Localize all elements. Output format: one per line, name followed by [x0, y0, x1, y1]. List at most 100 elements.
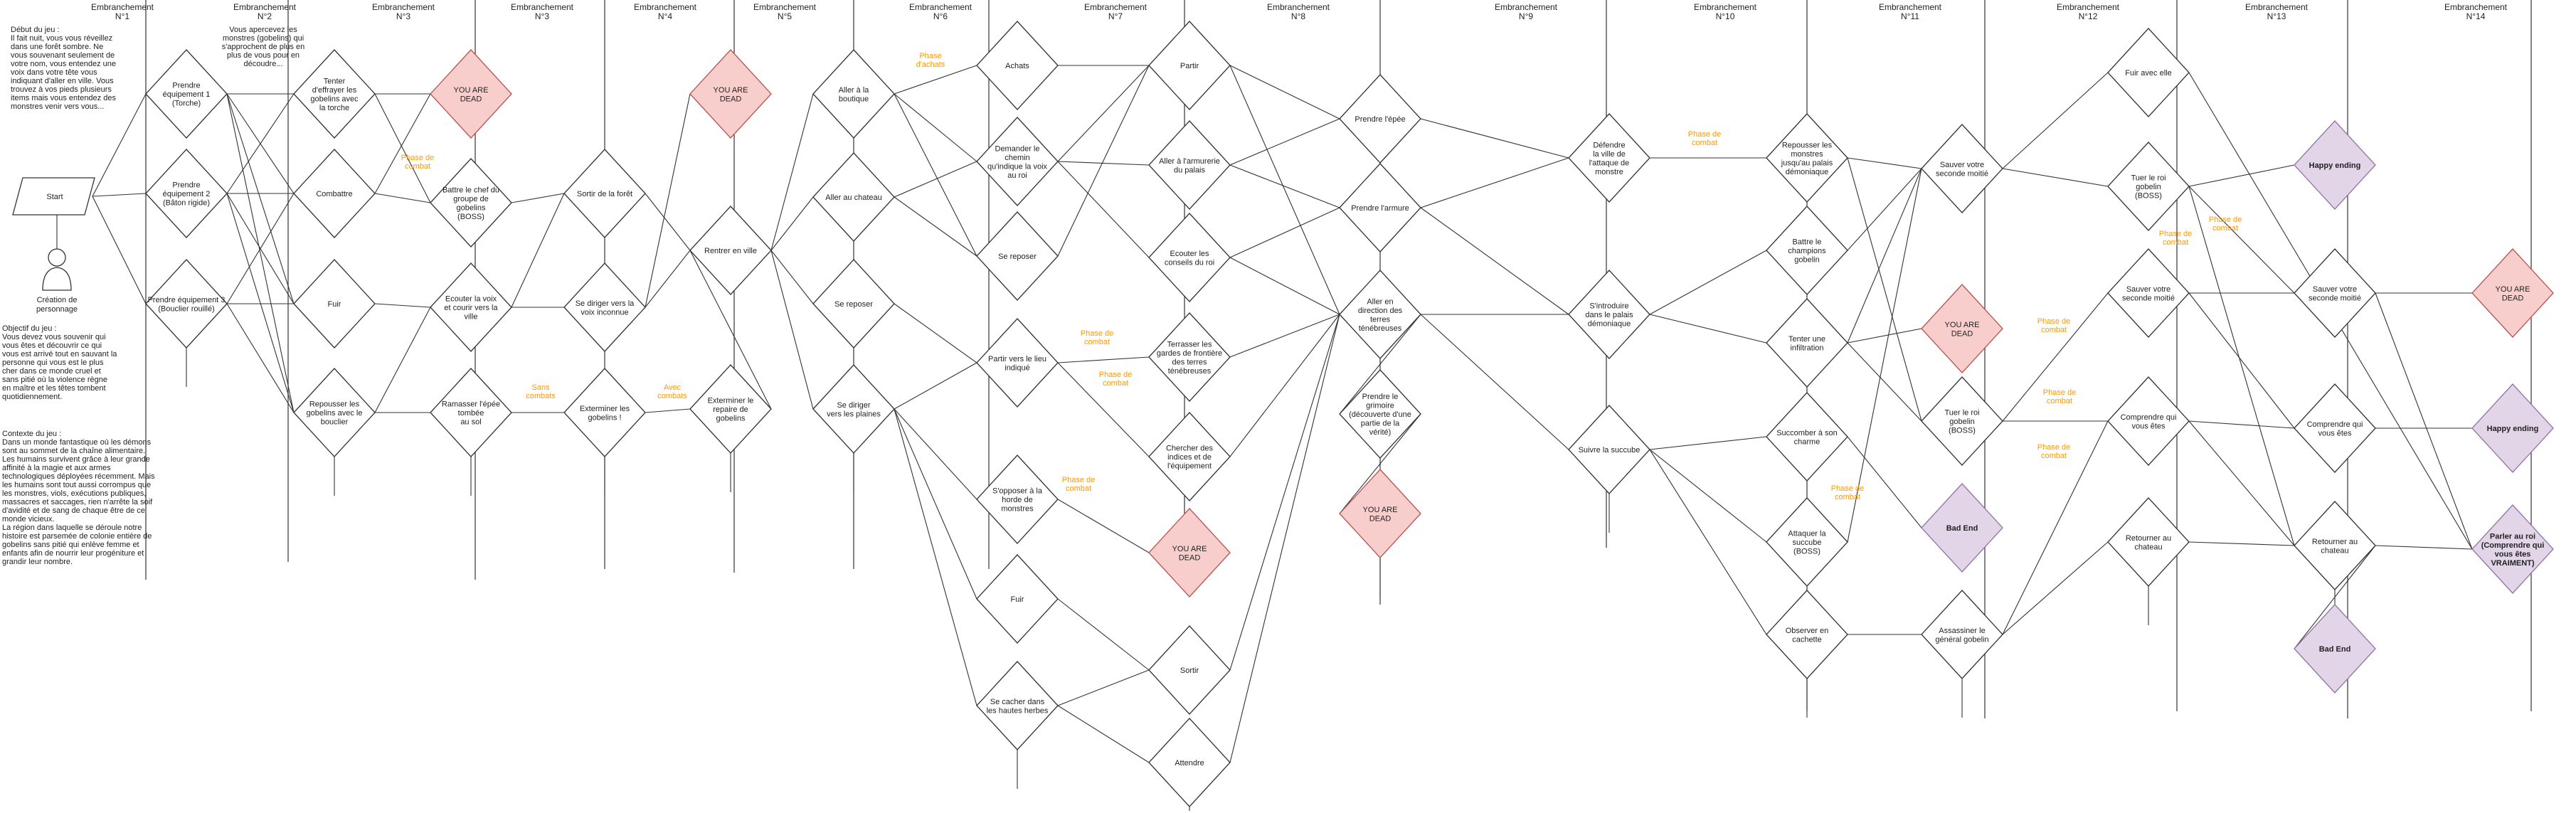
flow-edge [374, 303, 431, 308]
flow-edge [894, 303, 977, 363]
phase-label-line: Avec [664, 383, 682, 392]
node-label-prendre_armure-line: Prendre l'armure [1351, 204, 1409, 213]
node-label-bad_end1-line: Bad End [1946, 524, 1978, 533]
flow-edge [2188, 420, 2295, 546]
node-label-retourner2-line: chateau [2321, 546, 2348, 555]
node-label-pe3-line: Prendre équipement 3 [148, 296, 226, 304]
node-dead6 [2471, 248, 2554, 338]
flow-edge [2188, 186, 2295, 546]
flow-edge [1847, 157, 1922, 422]
branch-header-line: Embranchement [1267, 2, 1330, 12]
flow-edge [894, 161, 977, 198]
flow-edge [1057, 161, 1150, 258]
node-label-terrasser-line: ténébreuses [1168, 367, 1212, 376]
node-label-partir_lieu-line: indiqué [1005, 363, 1029, 372]
node-label-comprendre2-line: vous êtes [2318, 429, 2352, 437]
intro-debut-text-line: vous souvenant seulement de [11, 51, 115, 60]
flow-edge [770, 250, 814, 304]
intro-debut-text-line: Début du jeu : [11, 26, 60, 34]
flow-edge [1420, 118, 1569, 159]
intro-objectif-text-line: cher dans ce monde cruel et [2, 367, 101, 376]
node-label-se_reposer2: Se reposer [998, 253, 1037, 261]
node-battre_chef [430, 158, 512, 248]
flow-edge [1339, 314, 1421, 415]
node-achats [976, 21, 1059, 110]
flow-edge [1229, 207, 1340, 258]
flow-edge [894, 408, 977, 500]
node-tenter [293, 49, 376, 139]
flow-edge [1229, 118, 1340, 166]
branch-header-line: Embranchement [1694, 2, 1757, 12]
node-chercher_indices [1148, 412, 1231, 501]
flow-edge [226, 93, 295, 413]
node-label-sauver2-line: seconde moitié [2122, 294, 2175, 302]
node-label-repousser1-line: bouclier [321, 418, 349, 427]
phase-label-line: Phase de [2037, 317, 2070, 326]
node-diriger_plaines [812, 364, 895, 454]
node-label-demander_chemin-line: Demander le [995, 144, 1040, 153]
flow-edge [2375, 545, 2473, 550]
node-label-chercher_indices-line: Chercher des [1166, 445, 1214, 453]
node-label-happy2: Happy ending [2487, 425, 2539, 433]
node-label-conseils-line: conseils du roi [1165, 258, 1214, 267]
node-label-tenter-line: gobelins avec [310, 95, 359, 103]
intro-contexte-text-line: technologiques déployées récemment. Mais [2, 472, 155, 481]
node-label-dead2-line: DEAD [720, 95, 742, 103]
node-label-attaquer_succube-line: (BOSS) [1793, 548, 1820, 556]
node-label-bad_end2: Bad End [2319, 645, 2351, 654]
branch-header-line: Embranchement [2057, 2, 2120, 12]
flow-edge [1057, 65, 1150, 162]
node-repousser1 [293, 368, 376, 457]
node-sortir [1148, 625, 1231, 715]
flow-edge [2375, 292, 2473, 550]
intro-contexte-text-line: affinité à la magie et aux armes [2, 464, 111, 472]
node-label-comprendre1-line: Comprendre qui [2121, 413, 2177, 422]
flow-edge [1847, 168, 1922, 344]
flow-edge [92, 196, 147, 304]
node-label-diriger_plaines-line: vers les plaines [827, 410, 881, 418]
node-ramasser [430, 368, 512, 457]
node-label-dead4-line: YOU ARE [1363, 506, 1398, 514]
node-assassiner [1921, 590, 2003, 679]
node-dead4 [1339, 469, 1421, 558]
node-sortir_foret [563, 149, 646, 238]
branch-header-line: N°12 [2079, 11, 2098, 21]
monstres-approach-text-line: découdre... [243, 60, 282, 68]
node-label-parler_roi-line: vous êtes [2495, 550, 2531, 558]
node-label-ramasser-line: au sol [460, 418, 481, 427]
node-dead3 [1148, 508, 1231, 597]
phase-label-line: Phase [919, 52, 941, 60]
phase-label-line: Sans [531, 383, 550, 392]
monstres-approach-text-line: s'approchent de plus en [222, 43, 304, 51]
node-label-tenter-line: d'effrayer les [312, 86, 357, 95]
node-label-grimoire-line: partie de la [1361, 420, 1400, 428]
node-exterminer_repaire [689, 364, 772, 454]
flow-edge [2002, 292, 2109, 422]
flow-edge [374, 307, 431, 413]
phase-label-line: Phase de [2043, 388, 2076, 397]
node-label-suivre_succube-line: Suivre la succube [1579, 446, 1641, 455]
